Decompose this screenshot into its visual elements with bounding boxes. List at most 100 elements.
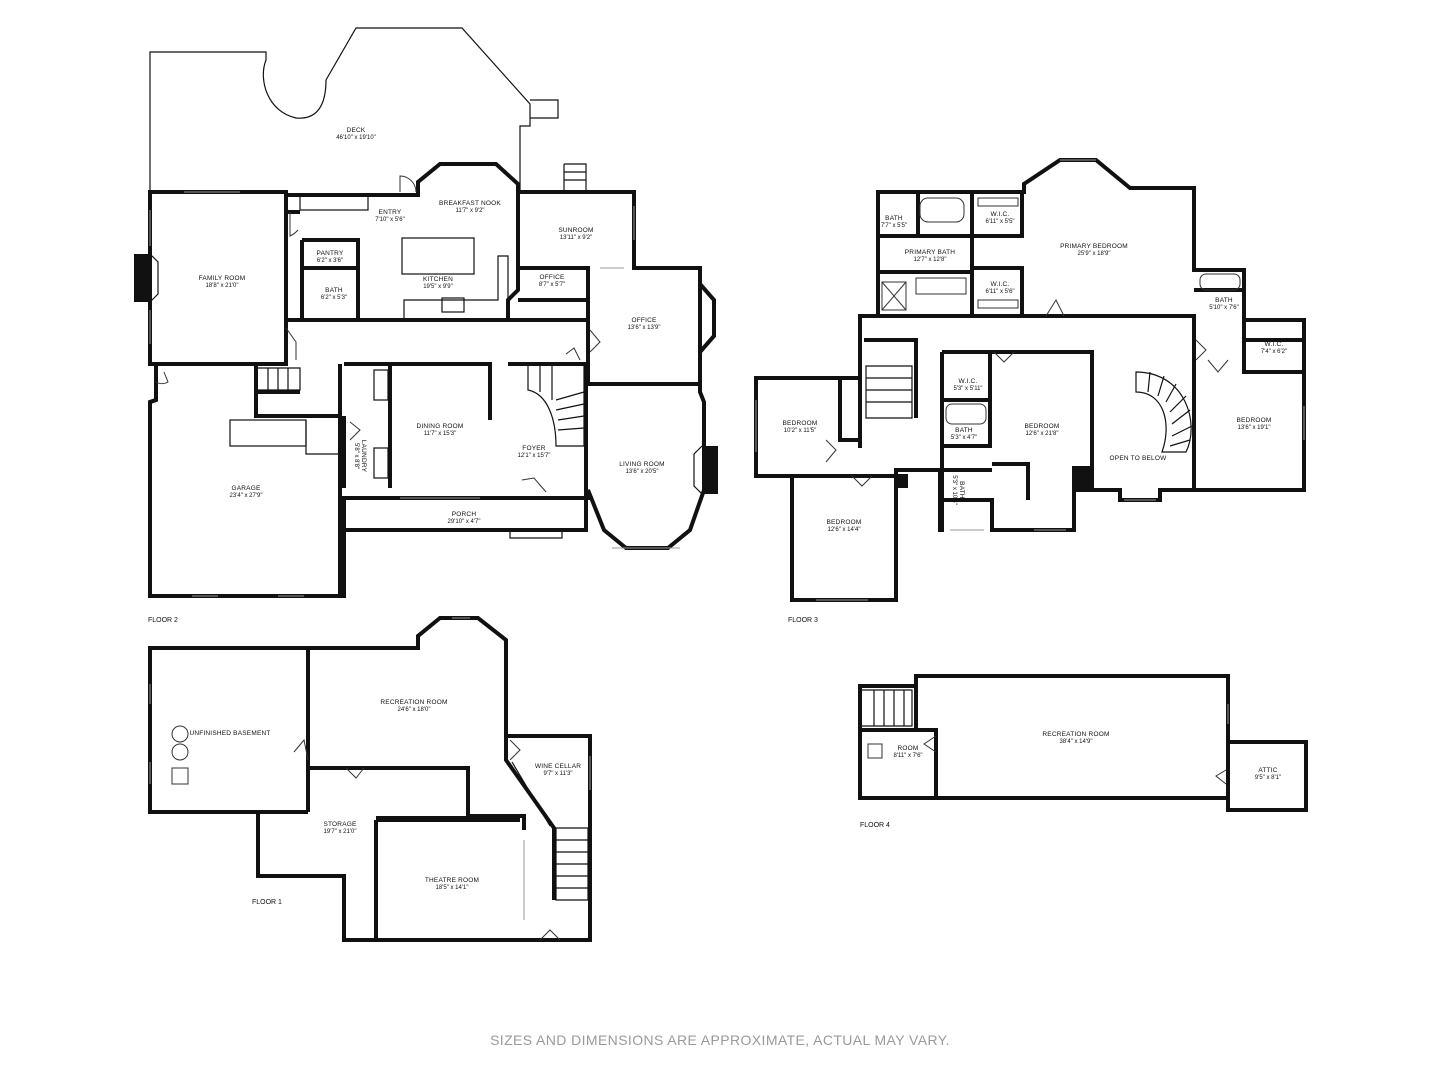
floor-label: FLOOR 1 [252,899,282,906]
room-name: W.I.C. [991,281,1010,288]
garage-step-2 [305,420,340,455]
room-name: BEDROOM [827,519,862,526]
room-name: LIVING ROOM [619,461,665,468]
room-name: FAMILY ROOM [199,275,246,282]
room-dimensions: 6'11" x 5'5" [985,219,1014,225]
wine-cellar-walls [504,736,556,900]
room-name: OFFICE [539,274,564,281]
stair [862,689,913,727]
room-dimensions: 11'7" x 15'3" [424,431,456,437]
door-swing [521,477,547,493]
wic-right [1242,320,1304,374]
room-name: RECREATION ROOM [1042,731,1109,738]
room-dimensions: 25'9" x 18'9" [1078,251,1111,257]
door-swing [345,767,365,779]
kitchen-wall [506,192,590,384]
room-name: W.I.C. [1265,341,1284,348]
room-dimensions: 29'10" x 4'7" [448,519,481,525]
room-name: PORCH [452,511,477,518]
family-fireplace-hearth [149,253,159,303]
living-fireplace [702,446,718,494]
room-dimensions: 7'4" x 6'2" [1261,349,1287,355]
bedroom-left-wall [756,376,898,478]
curved-stair-steps [1147,371,1193,447]
room-dimensions: 6'2" x 5'3" [321,295,347,301]
door-swing [993,351,1015,363]
room-name: BATH [958,481,965,499]
room-name: OPEN TO BELOW [1110,455,1168,462]
room-label: W.I.C.5'3" x 5'11" [953,378,982,392]
deck-stairs [563,163,587,192]
garage-stair [258,367,301,391]
room-dimensions: 13'6" x 13'9" [628,325,661,331]
room-wall [860,686,938,798]
door-swing [539,929,561,941]
door-swing [1195,339,1207,361]
room-dimensions: 5'8" x 8'8" [353,443,359,469]
room-dimensions: 12'7" x 12'8" [914,257,947,263]
tub [919,197,965,223]
room-name: BATH [885,215,903,222]
room-label: W.I.C.6'11" x 5'5" [985,211,1014,225]
access-hatch [867,743,883,759]
shower-x [881,281,907,311]
room-dimensions: 23'4" x 27'9" [230,493,263,499]
closet-shelf [977,299,1019,309]
room-name: PRIMARY BEDROOM [1060,243,1128,250]
room-dimensions: 6'11" x 5'6" [985,289,1014,295]
room-name: BATH [955,427,973,434]
door-swing [293,738,309,761]
room-name: STORAGE [323,821,357,828]
room-dimensions: 38'4" x 14'9" [1060,739,1093,745]
floor-label: FLOOR 4 [860,822,890,829]
stair [865,365,913,419]
theatre-beam [376,816,518,822]
door-swing [285,327,297,360]
door-swing [399,175,417,193]
floor-label: FLOOR 3 [788,617,818,624]
curved-stair [1135,371,1192,453]
room-name: BATH [1215,297,1233,304]
room-dimensions: 5'10" x 7'6" [1209,305,1239,311]
door-swing [509,739,521,761]
door-swing [155,371,169,385]
room-dimensions: 13'6" x 19'1" [1238,425,1271,431]
room-dimensions: 13'6" x 20'5" [626,469,659,475]
fireplace [1072,466,1092,490]
room-name: W.I.C. [959,378,978,385]
basement-stair [555,827,589,901]
room-dimensions: 19'7" x 21'0" [324,829,357,835]
door-swing [1215,769,1227,785]
room-dimensions: 18'5" x 14'1" [436,885,469,891]
room-dimensions: 5'3" x 4'7" [951,435,977,441]
room-label: UNFINISHED BASEMENT [189,730,270,737]
room-dimensions: 9'7" x 11'3" [543,771,572,777]
living-fireplace-hearth [693,445,703,495]
furnace [171,767,189,785]
chimney [896,474,908,488]
dining-wall [390,362,588,498]
room-name: BEDROOM [1237,417,1272,424]
kitchen-island [401,237,475,275]
room-dimensions: 24'6" x 18'0" [398,707,431,713]
